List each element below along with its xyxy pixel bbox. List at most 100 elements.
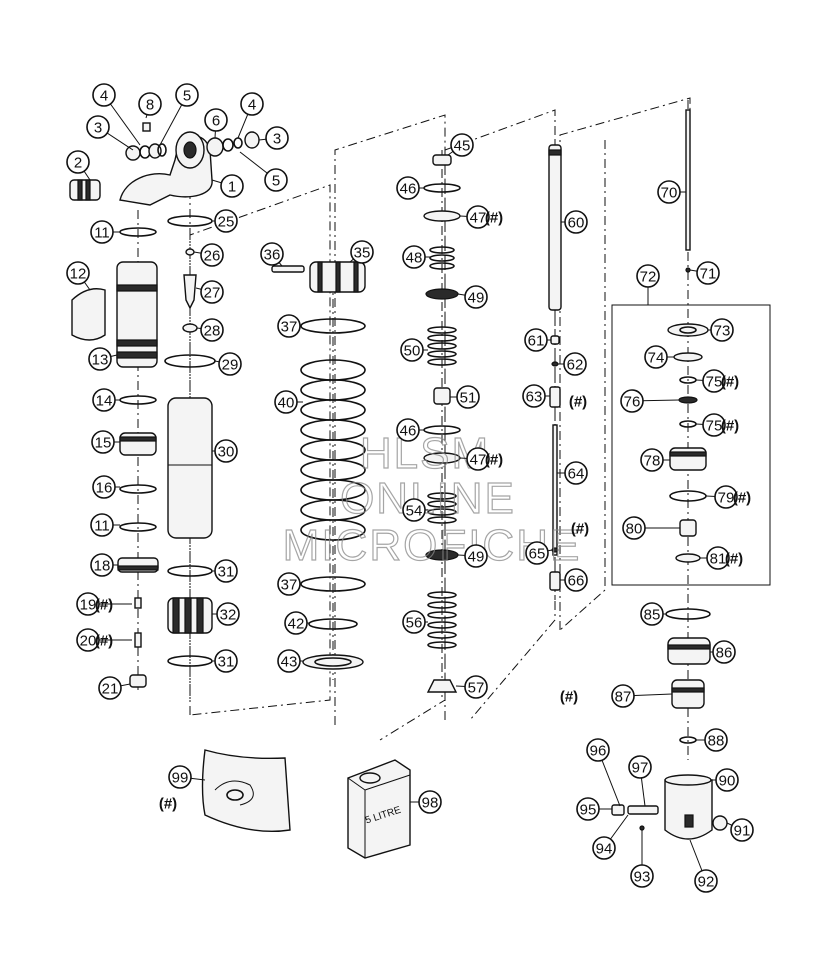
callout-number-16: 16 bbox=[96, 480, 113, 497]
callout-11b: 11 bbox=[90, 513, 120, 537]
callout-27: 27 bbox=[195, 280, 224, 304]
callout-74: 74 bbox=[644, 345, 674, 369]
callout-circle-72 bbox=[636, 264, 660, 288]
callout-circle-37 bbox=[277, 314, 301, 338]
callout-number-30: 30 bbox=[218, 444, 235, 461]
callout-circle-70 bbox=[657, 180, 681, 204]
callout-47: 47(#) bbox=[459, 205, 503, 229]
callout-47b: 47(#) bbox=[459, 447, 503, 471]
callout-62: 62 bbox=[558, 352, 587, 376]
callout-75: 75(#) bbox=[695, 369, 739, 393]
valve-column bbox=[611, 109, 771, 840]
callout-31: 31 bbox=[212, 559, 238, 583]
callout-number-49: 49 bbox=[468, 290, 485, 307]
callout-number-3: 3 bbox=[94, 120, 102, 137]
callout-circle-66 bbox=[564, 568, 588, 592]
callout-number-74: 74 bbox=[648, 350, 665, 367]
callout-circle-65 bbox=[525, 541, 549, 565]
callout-number-60: 60 bbox=[568, 215, 585, 232]
callout-66: 66 bbox=[560, 568, 588, 592]
callout-15: 15 bbox=[91, 430, 120, 454]
callout-circle-14 bbox=[92, 388, 116, 412]
callout-57: 57 bbox=[455, 675, 488, 699]
callout-circle-75b bbox=[702, 413, 726, 437]
callout-26: 26 bbox=[193, 243, 224, 267]
callout-number-35: 35 bbox=[354, 245, 371, 262]
callout-circle-49b bbox=[464, 544, 488, 568]
callout-circle-6 bbox=[204, 108, 228, 132]
callout-31b: 31 bbox=[212, 649, 238, 673]
callout-number-72: 72 bbox=[640, 269, 657, 286]
callout-circle-31 bbox=[214, 559, 238, 583]
callout-91: 91 bbox=[726, 818, 754, 842]
callout-circle-29 bbox=[218, 352, 242, 376]
callout-78: 78 bbox=[640, 448, 670, 472]
hash-mark-75b: (#) bbox=[721, 418, 739, 435]
callout-96: 96 bbox=[586, 738, 621, 807]
callout-circle-18 bbox=[90, 553, 114, 577]
callout-circle-85 bbox=[640, 602, 664, 626]
callout-93: 93 bbox=[630, 830, 654, 888]
callout-circle-81 bbox=[706, 546, 730, 570]
callout-circle-94 bbox=[592, 836, 616, 860]
callout-circle-11b bbox=[90, 513, 114, 537]
callout-number-29: 29 bbox=[222, 357, 239, 374]
callout-16: 16 bbox=[92, 475, 120, 499]
callout-circle-19 bbox=[76, 592, 100, 616]
callout-72: 72 bbox=[636, 264, 660, 305]
callout-88: 88 bbox=[696, 728, 728, 752]
callout-19: 19(#) bbox=[76, 592, 132, 616]
callout-number-11b: 11 bbox=[94, 518, 110, 535]
callout-number-27: 27 bbox=[204, 285, 221, 302]
callout-number-97: 97 bbox=[632, 760, 649, 777]
callout-18: 18 bbox=[90, 553, 118, 577]
callout-73: 73 bbox=[708, 318, 734, 342]
callout-number-26: 26 bbox=[204, 248, 221, 265]
callout-43: 43 bbox=[277, 649, 303, 673]
callout-circle-28 bbox=[200, 318, 224, 342]
callout-54: 54 bbox=[402, 498, 428, 522]
callout-number-99: 99 bbox=[172, 770, 189, 787]
callout-number-49b: 49 bbox=[468, 549, 485, 566]
callout-circle-64 bbox=[564, 461, 588, 485]
callout-circle-92 bbox=[694, 869, 718, 893]
callout-circle-90 bbox=[715, 768, 739, 792]
callout-circle-87 bbox=[611, 684, 635, 708]
callout-number-37: 37 bbox=[281, 319, 298, 336]
callout-98: 98 bbox=[410, 790, 442, 814]
callout-number-31: 31 bbox=[218, 564, 235, 581]
callout-number-2: 2 bbox=[74, 155, 82, 172]
callout-circle-2 bbox=[66, 150, 90, 174]
callout-circle-5b bbox=[264, 168, 288, 192]
callout-75b: 75(#) bbox=[695, 413, 739, 437]
callout-circle-46 bbox=[396, 176, 420, 200]
callout-circle-25 bbox=[214, 209, 238, 233]
callout-number-12: 12 bbox=[70, 266, 87, 283]
damper-stack-column bbox=[423, 154, 461, 693]
callout-circle-42 bbox=[284, 611, 308, 635]
part-callouts: 1233445568111112131415161819(#)20(#)2125… bbox=[66, 83, 754, 893]
callout-circle-47 bbox=[466, 205, 490, 229]
hash-mark-80: (#) bbox=[571, 521, 589, 538]
callout-63: 63 bbox=[522, 384, 550, 408]
oil-container: 5 LITRE bbox=[347, 759, 411, 859]
callout-70: 70 bbox=[657, 180, 686, 204]
hash-mark-20: (#) bbox=[95, 633, 113, 650]
hash-mark-19: (#) bbox=[95, 597, 113, 614]
callout-circle-99 bbox=[168, 765, 192, 789]
callout-number-11: 11 bbox=[94, 225, 110, 242]
callout-circle-8 bbox=[138, 92, 162, 116]
callout-99: 99(#) bbox=[159, 765, 206, 813]
callout-number-90: 90 bbox=[719, 773, 736, 790]
callout-3b: 3 bbox=[258, 126, 289, 150]
hash-mark-76: (#) bbox=[569, 394, 587, 411]
callout-76: 76(#) bbox=[569, 389, 680, 413]
callout-49: 49 bbox=[457, 285, 488, 309]
callout-circle-37b bbox=[277, 572, 301, 596]
callout-circle-61 bbox=[524, 328, 548, 352]
callout-number-45: 45 bbox=[454, 138, 471, 155]
column-boundary-damper bbox=[334, 114, 446, 741]
callout-56: 56 bbox=[402, 610, 428, 634]
callout-90: 90 bbox=[712, 768, 739, 792]
callout-42: 42 bbox=[284, 611, 309, 635]
